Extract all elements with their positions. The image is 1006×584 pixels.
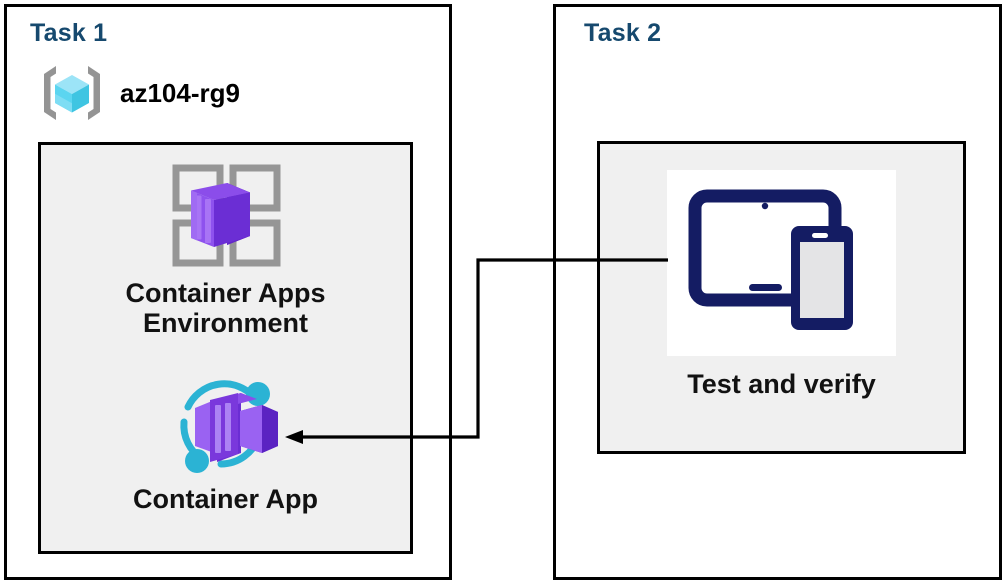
resource-group-icon [36, 62, 108, 124]
devices-icon-backdrop [667, 170, 896, 356]
container-apps-environment-icon [167, 160, 285, 272]
node-container-app: Container App [38, 374, 413, 514]
container-app-label: Container App [133, 484, 318, 514]
resource-group-row: az104-rg9 [36, 62, 240, 124]
node-test-and-verify: Test and verify [597, 170, 966, 399]
test-and-verify-label: Test and verify [687, 369, 876, 399]
devices-icon [687, 188, 877, 338]
resource-group-label: az104-rg9 [120, 77, 240, 108]
task-2-title: Task 2 [584, 19, 662, 47]
task-1-title: Task 1 [30, 19, 108, 47]
container-apps-environment-label: Container Apps Environment [125, 278, 326, 339]
node-container-apps-environment: Container Apps Environment [38, 160, 413, 338]
container-app-icon [162, 374, 290, 480]
